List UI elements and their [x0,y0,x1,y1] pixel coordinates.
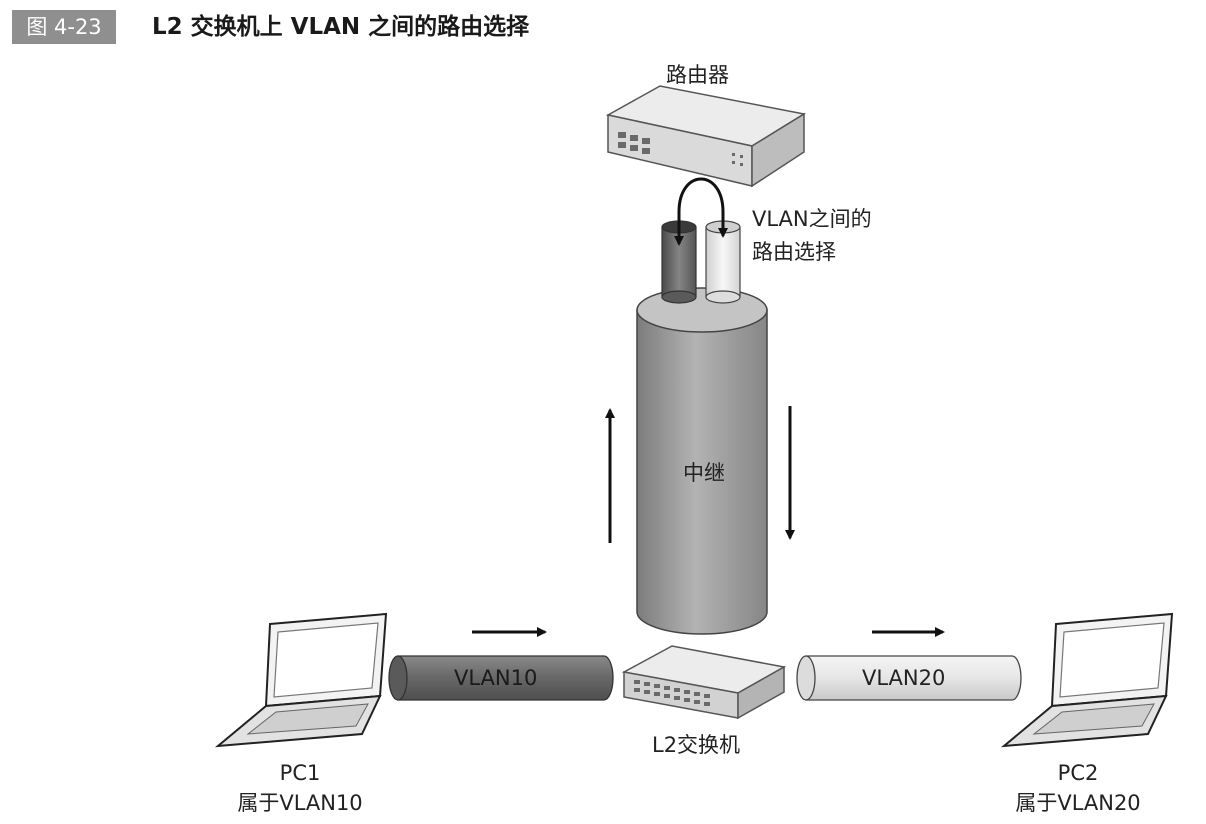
pc1-name: PC1 [279,761,321,785]
inter-vlan-loop-arrow [677,177,728,244]
pc2-membership: 属于VLAN20 [1015,791,1141,815]
inter-vlan-routing-label-line2: 路由选择 [752,240,836,264]
l2-switch-label: L2交换机 [652,733,741,757]
vlan20-tube [796,655,1022,701]
trunk-label: 中继 [683,461,725,485]
router-device [605,85,807,188]
pc1-membership: 属于VLAN10 [237,791,363,815]
vlan20-label: VLAN20 [862,666,946,690]
pc2-laptop [1000,612,1174,748]
figure-title: L2 交换机上 VLAN 之间的路由选择 [152,14,530,40]
vlan10-tube [388,655,614,701]
vlan20-trunk-pipe [705,220,741,304]
inter-vlan-routing-label-line1: VLAN之间的 [752,207,872,231]
pc1-laptop [214,612,388,748]
pc2-name: PC2 [1057,761,1099,785]
router-label: 路由器 [666,63,729,87]
vlan10-label: VLAN10 [454,666,538,690]
l2-switch-device [621,645,787,720]
figure-number-badge: 图 4-23 [12,10,116,44]
